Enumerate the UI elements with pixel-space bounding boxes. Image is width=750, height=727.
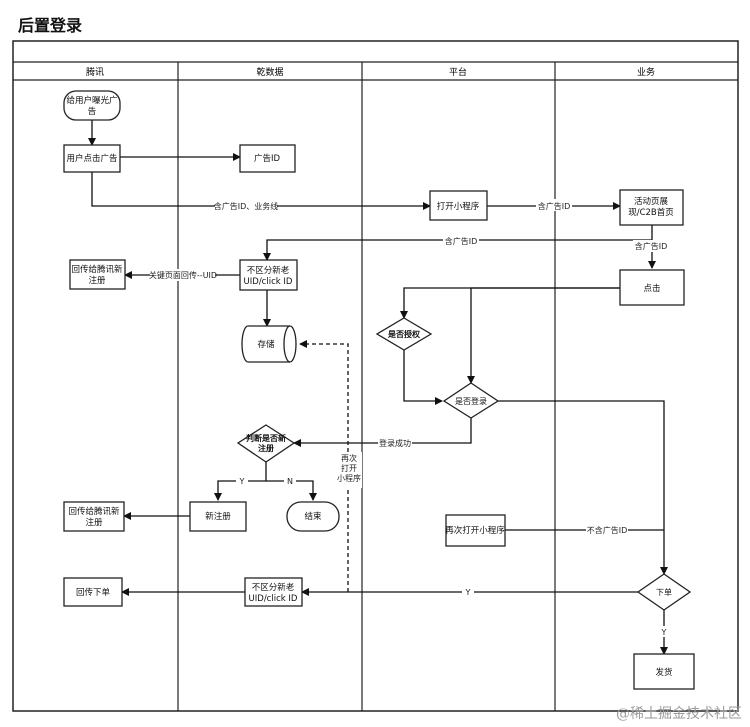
node-open-mini-box bbox=[429, 190, 488, 221]
node-end-box bbox=[286, 501, 340, 532]
edge-auth-to-login bbox=[403, 350, 443, 405]
node-order-label: 下单 bbox=[656, 587, 672, 597]
node-click-label: 点击 bbox=[643, 283, 660, 294]
edge-login-to-newcheck bbox=[293, 418, 472, 447]
edge-label-no-1: N bbox=[287, 477, 293, 486]
node-callback-register-top-box bbox=[69, 259, 126, 290]
node-ad-id-box bbox=[239, 144, 296, 173]
lane-header-business: 业务 bbox=[637, 66, 655, 78]
node-callback-order-label: 回传下单 bbox=[76, 587, 111, 598]
node-order-diamond bbox=[636, 573, 692, 611]
edge-newcheck-to-end bbox=[266, 480, 317, 501]
node-expose-label: 给用户曝光广告 bbox=[66, 95, 117, 117]
swimlane-frame bbox=[12, 40, 739, 712]
edge-label-key-page-callback: 关键页面回传--UID bbox=[149, 270, 217, 280]
edge-label-yes-1: Y bbox=[239, 477, 245, 486]
watermark: @稀土掘金技术社区 bbox=[616, 706, 742, 722]
node-distinguish-bottom-box bbox=[244, 577, 303, 607]
node-end-label: 结束 bbox=[304, 511, 322, 522]
node-login-check-label: 是否登录 bbox=[455, 396, 487, 406]
node-new-user-check-diamond bbox=[236, 424, 296, 463]
edge-label-yes-3: Y bbox=[661, 628, 667, 637]
edge-label-with-ad-3: 含广告ID bbox=[635, 241, 668, 251]
node-ship-box bbox=[633, 653, 695, 690]
edge-label-with-ad-1: 含广告ID bbox=[538, 201, 571, 211]
edge-click-to-auth bbox=[400, 287, 620, 319]
node-click-box bbox=[619, 269, 685, 306]
node-click-ad-label: 用户点击广告 bbox=[66, 153, 117, 164]
node-callback-order-box bbox=[63, 577, 123, 607]
edge-reopen-dashed bbox=[299, 340, 349, 592]
edge-label-reopen-note: 再次打开小程序 bbox=[337, 453, 361, 483]
node-auth-check-label: 是否授权 bbox=[387, 329, 421, 339]
node-ship-label: 发货 bbox=[655, 667, 673, 678]
node-callback-register-mid-box bbox=[63, 501, 125, 532]
edge-click-to-login bbox=[467, 287, 620, 384]
edge-label-without-ad: 不含广告ID bbox=[587, 525, 628, 535]
node-callback-register-mid-label: 回传给腾讯新注册 bbox=[68, 506, 120, 528]
edge-label-login-success: 登录成功 bbox=[379, 438, 411, 448]
node-login-check-diamond bbox=[442, 382, 500, 419]
lane-header-tencent: 腾讯 bbox=[86, 66, 104, 78]
node-activity-page-label: 活动页展现/C2B首页 bbox=[628, 196, 674, 218]
edge-label-with-ad-2: 含广告ID bbox=[445, 236, 478, 246]
node-callback-register-top-label: 回传给腾讯新注册 bbox=[71, 264, 123, 286]
node-ad-id-label: 广告ID bbox=[254, 153, 281, 164]
node-activity-page-box bbox=[619, 189, 684, 226]
node-reopen-mini-label: 再次打开小程序 bbox=[445, 525, 505, 536]
edge-label-with-ad-biz: 含广告ID、业务线 bbox=[214, 201, 279, 211]
node-store-cylinder-rim bbox=[283, 325, 291, 363]
node-new-register-label: 新注册 bbox=[205, 511, 231, 522]
lane-header-qian-data: 乾数据 bbox=[256, 66, 283, 78]
edge-click-to-openmini bbox=[91, 172, 431, 210]
node-expose-box bbox=[63, 90, 121, 121]
node-distinguish-top-box bbox=[239, 259, 298, 291]
node-open-mini-label: 打开小程序 bbox=[437, 201, 480, 212]
lane-header-platform: 平台 bbox=[449, 66, 467, 78]
edge-label-yes-2: Y bbox=[465, 588, 471, 597]
page-title: 后置登录 bbox=[18, 16, 83, 35]
edge-login-to-order bbox=[498, 400, 668, 575]
node-new-register-box bbox=[189, 501, 247, 532]
node-reopen-mini-box bbox=[445, 514, 506, 547]
node-store-label: 存储 bbox=[257, 339, 275, 350]
node-click-ad-box bbox=[63, 144, 121, 173]
node-new-user-check-label: 判断是否新注册 bbox=[246, 433, 286, 453]
node-auth-check-diamond bbox=[375, 317, 433, 351]
